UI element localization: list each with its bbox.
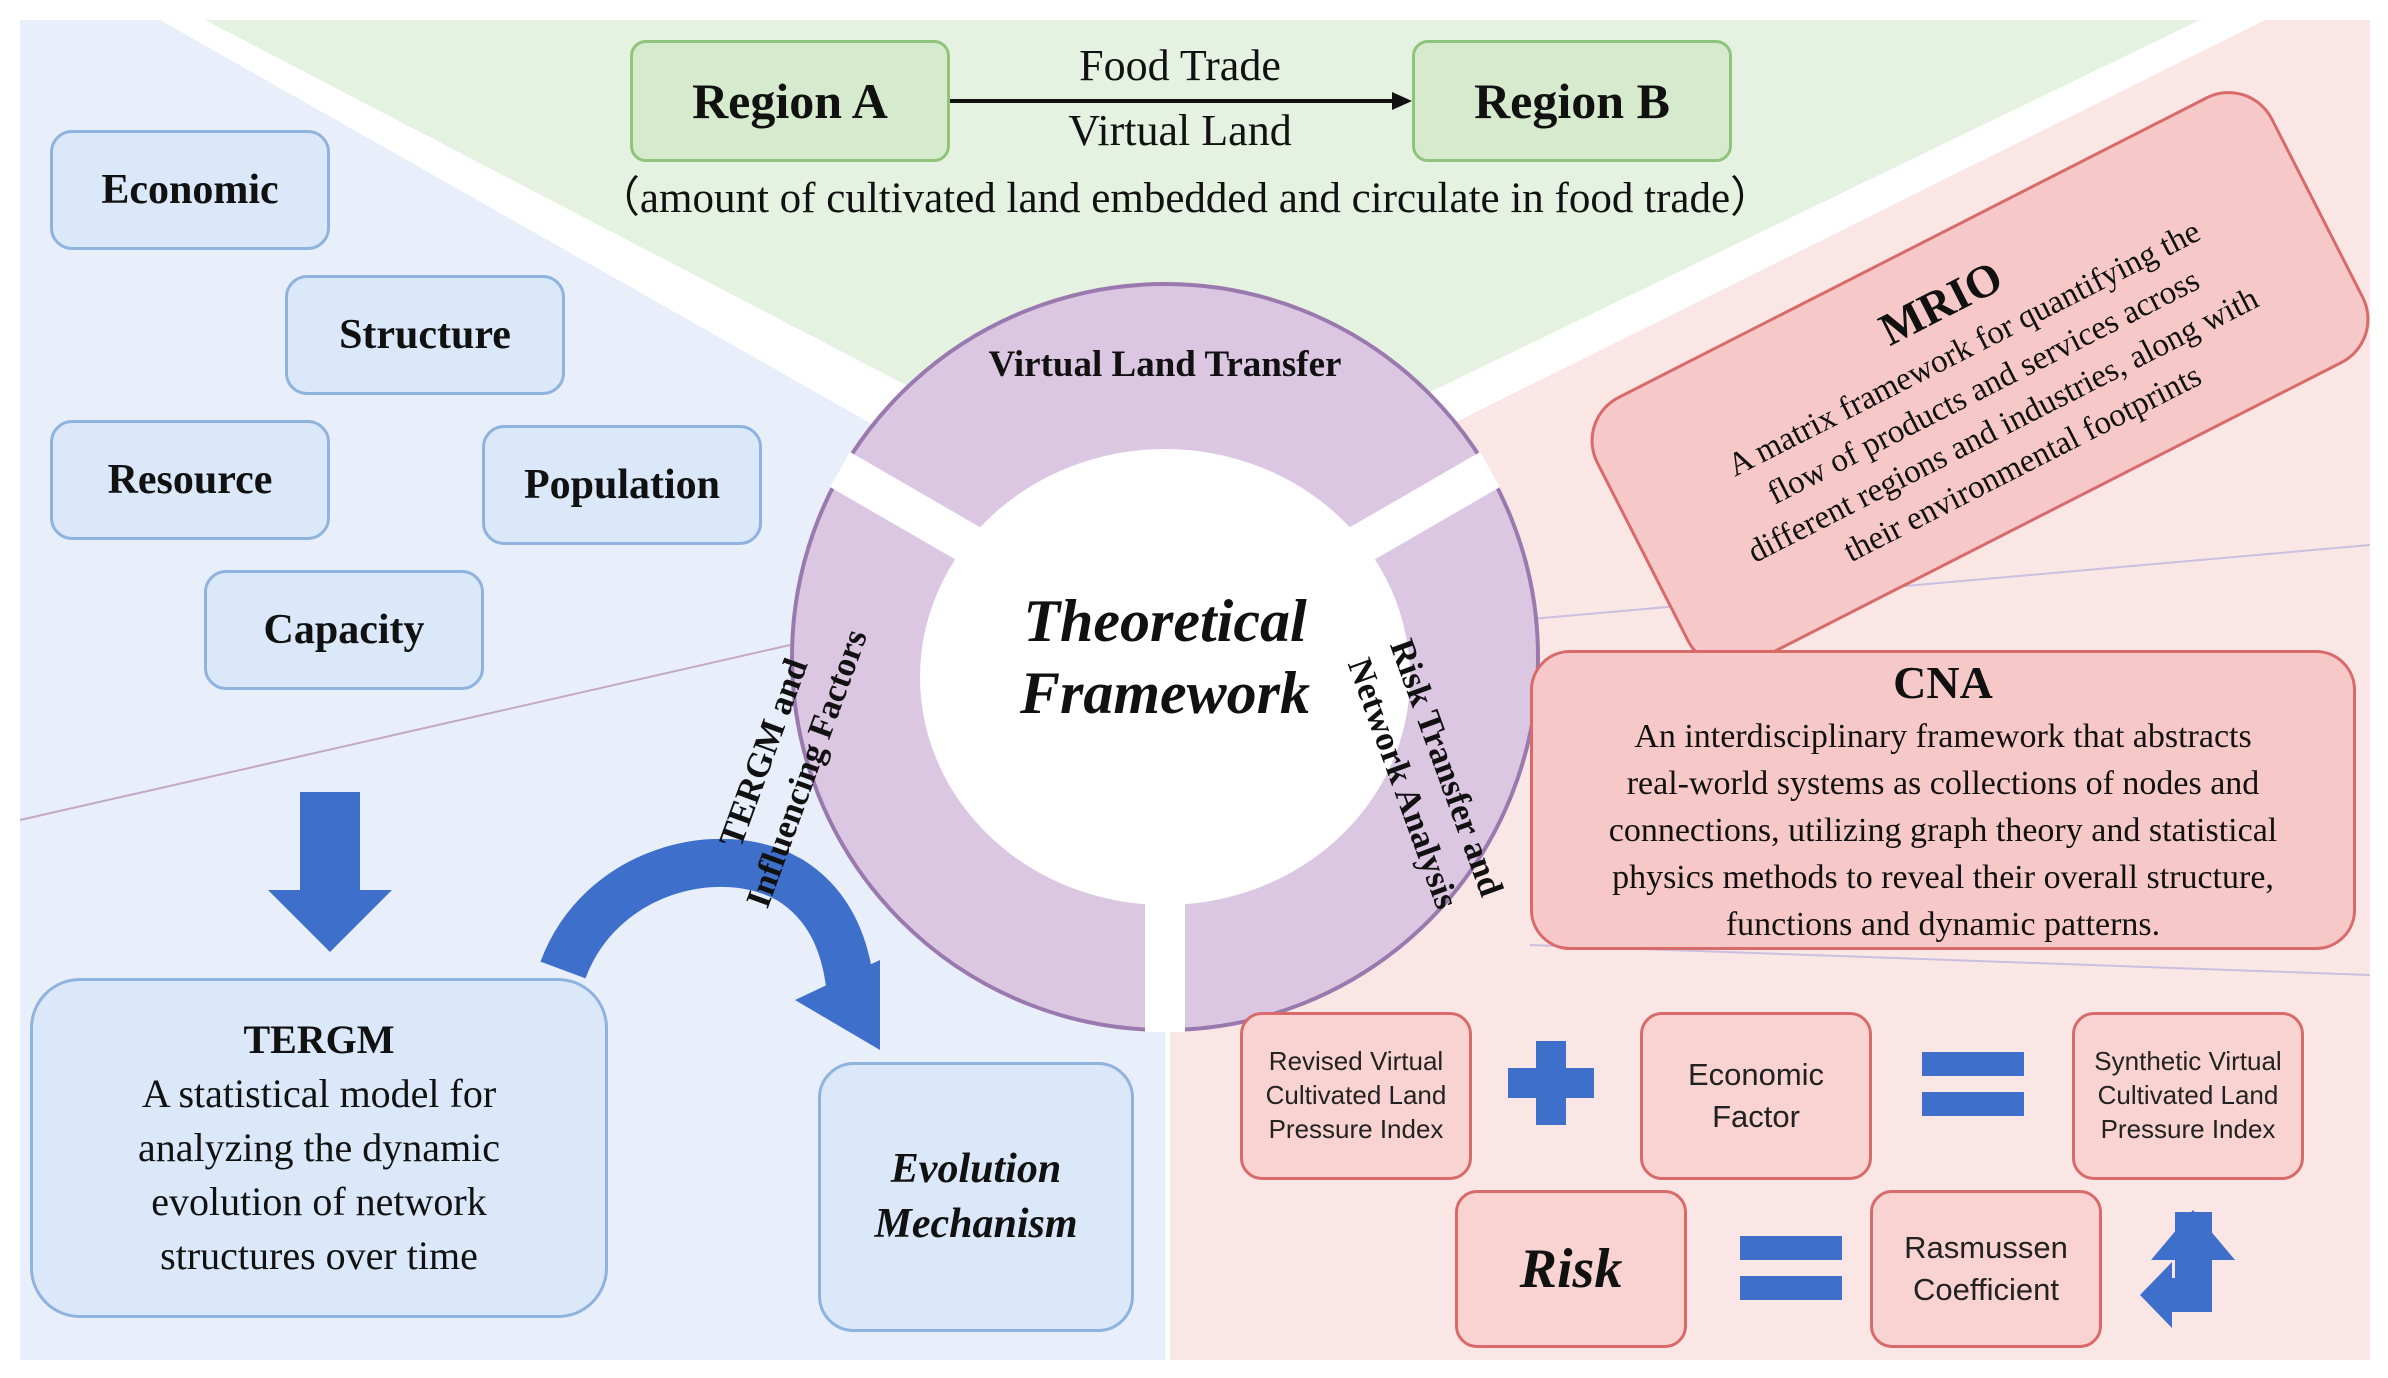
equals-icon-2a <box>1740 1236 1842 1260</box>
plus-icon-v <box>1536 1041 1566 1125</box>
factor-resource: Resource <box>50 420 330 540</box>
return-arrow-tail-head <box>2140 1262 2172 1328</box>
food-trade-label: Food Trade <box>1079 41 1281 90</box>
ring-center-title: Theoretical Framework <box>1019 588 1311 726</box>
risk-box: Risk <box>1455 1190 1687 1348</box>
cna-title: CNA <box>1893 657 1993 708</box>
cna-box: CNA An interdisciplinary framework that … <box>1530 650 2356 950</box>
ring-top-label: Virtual Land Transfer <box>988 344 1342 385</box>
tergm-title: TERGM <box>243 1017 395 1062</box>
tergm-box: TERGM A statistical model for analyzing … <box>30 978 608 1318</box>
region-a-box: Region A <box>630 40 950 162</box>
curved-arrow-icon <box>540 838 874 989</box>
rasmussen-box: Rasmussen Coefficient <box>1870 1190 2102 1348</box>
ring-center <box>920 449 1410 905</box>
factor-structure: Structure <box>285 275 565 395</box>
divider-left <box>19 644 791 821</box>
trade-note: （amount of cultivated land embedded and … <box>596 175 1774 222</box>
equals-icon-2b <box>1740 1276 1842 1300</box>
region-b-box: Region B <box>1412 40 1732 162</box>
economic-factor-box: Economic Factor <box>1640 1012 1872 1180</box>
trade-arrow-head <box>1392 92 1412 110</box>
equals-icon-1b <box>1922 1092 2024 1116</box>
return-arrow-head <box>2151 1210 2235 1260</box>
factor-population: Population <box>482 425 762 545</box>
revised-index-box: Revised Virtual Cultivated Land Pressure… <box>1240 1012 1472 1180</box>
divider-right-top <box>1519 544 2371 621</box>
synthetic-index-box: Synthetic Virtual Cultivated Land Pressu… <box>2072 1012 2304 1180</box>
factor-economic: Economic <box>50 130 330 250</box>
down-arrow-icon <box>268 792 392 952</box>
virtual-land-label: Virtual Land <box>1068 106 1292 155</box>
divider-right-bottom <box>1529 944 2371 976</box>
equals-icon-1a <box>1922 1052 2024 1076</box>
curved-arrow-head <box>795 960 880 1050</box>
evolution-mechanism-box: Evolution Mechanism <box>818 1062 1134 1332</box>
factor-capacity: Capacity <box>204 570 484 690</box>
